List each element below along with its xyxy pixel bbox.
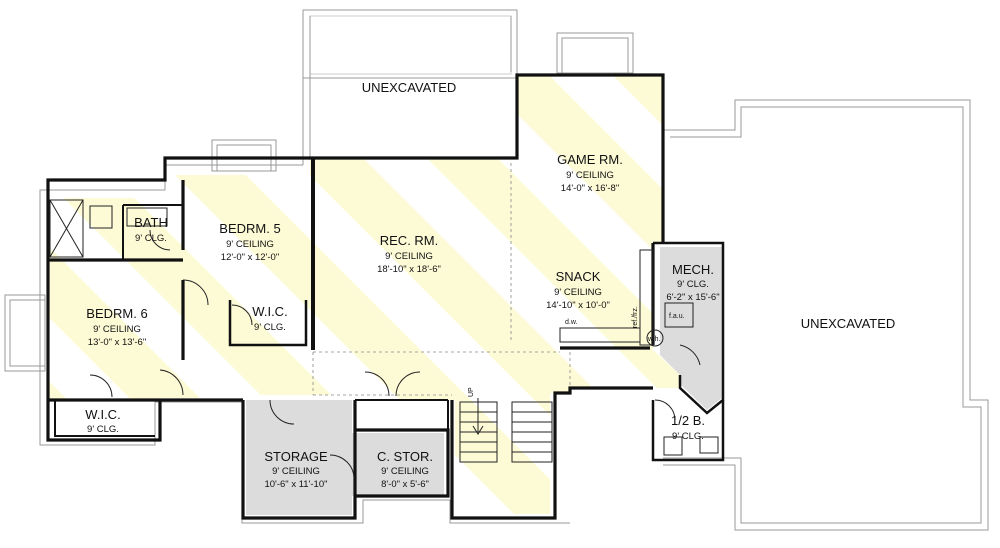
storage-name: STORAGE xyxy=(264,449,328,464)
label-half-bath: 1/2 B. 9' CLG. xyxy=(671,413,705,442)
label-wic-center: W.I.C. 9' CLG. xyxy=(252,304,287,333)
unexcavated-right-name: UNEXCAVATED xyxy=(801,316,896,331)
rec-rm-name: REC. RM. xyxy=(380,233,439,248)
label-unexcavated-top: UNEXCAVATED xyxy=(362,80,457,95)
fixture-labels: d.w. ref./frz. f.a.u. w.h. UP xyxy=(468,306,685,397)
mech-name: MECH. xyxy=(672,262,714,277)
bath-ceiling: 9' CLG. xyxy=(135,233,167,244)
interior-lines xyxy=(49,163,719,456)
label-bedrm6: BEDRM. 6 9' CEILING 13'-0" x 13'-6" xyxy=(86,306,147,348)
label-bedrm5: BEDRM. 5 9' CEILING 12'-0" x 12'-0" xyxy=(219,221,280,263)
game-rm-ceiling: 9' CEILING xyxy=(566,170,614,181)
label-storage: STORAGE 9' CEILING 10'-6" x 11'-10" xyxy=(264,449,328,490)
label-snack: SNACK 9' CEILING 14'-10" x 10'-0" xyxy=(546,269,610,311)
wic-left-ceiling: 9' CLG. xyxy=(87,424,119,435)
stairs xyxy=(459,398,553,463)
storage-size: 10'-6" x 11'-10" xyxy=(264,479,327,490)
stair-up-label: UP xyxy=(468,387,475,397)
wic-center-name: W.I.C. xyxy=(252,304,287,319)
water-heater-label: w.h. xyxy=(647,336,661,343)
bay-bedrm5 xyxy=(211,139,277,172)
bedrm5-name: BEDRM. 5 xyxy=(219,221,280,236)
bedrm5-ceiling: 9' CEILING xyxy=(226,239,274,250)
unexcavated-top-frame xyxy=(302,10,518,165)
snack-ceiling: 9' CEILING xyxy=(554,287,602,298)
half-bath-name: 1/2 B. xyxy=(671,413,705,428)
game-rm-size: 14'-0" x 16'-8" xyxy=(561,183,619,194)
label-bath: BATH 9' CLG. xyxy=(134,215,168,244)
dishwasher-label: d.w. xyxy=(565,319,578,326)
unexcavated-top-name: UNEXCAVATED xyxy=(362,80,457,95)
c-stor-name: C. STOR. xyxy=(377,449,433,464)
bay-bedrm6 xyxy=(4,294,46,372)
label-c-stor: C. STOR. 9' CEILING 8'-0" x 5'-6" xyxy=(377,449,433,490)
label-unexcavated-right: UNEXCAVATED xyxy=(801,316,896,331)
unexcavated-top-outline xyxy=(302,9,518,79)
doors xyxy=(89,229,701,479)
wic-center-ceiling: 9' CLG. xyxy=(254,322,286,333)
c-stor-ceiling: 9' CEILING xyxy=(381,466,429,477)
bedrm5-size: 12'-0" x 12'-0" xyxy=(221,252,279,263)
rec-rm-size: 18'-10" x 18'-6" xyxy=(377,264,441,275)
storage-ceiling: 9' CEILING xyxy=(272,466,320,477)
c-stor-size: 8'-0" x 5'-6" xyxy=(381,479,429,490)
walls xyxy=(46,73,725,520)
bedrm6-ceiling: 9' CEILING xyxy=(93,324,141,335)
furnace-label: f.a.u. xyxy=(669,313,685,320)
refrigerator-label: ref./frz. xyxy=(632,306,639,328)
half-bath-ceiling: 9' CLG. xyxy=(672,431,704,442)
snack-size: 14'-10" x 10'-0" xyxy=(546,300,610,311)
snack-name: SNACK xyxy=(556,269,601,284)
utility-fill xyxy=(246,247,723,515)
label-mech: MECH. 9' CLG. 6'-2" x 15'-6" xyxy=(666,262,719,303)
wic-left-name: W.I.C. xyxy=(85,407,120,422)
label-game-rm: GAME RM. 9' CEILING 14'-0" x 16'-8" xyxy=(557,152,623,194)
label-wic-left: W.I.C. 9' CLG. xyxy=(85,407,120,435)
game-rm-name: GAME RM. xyxy=(557,152,623,167)
mech-size: 6'-2" x 15'-6" xyxy=(666,292,719,303)
label-rec-rm: REC. RM. 9' CEILING 18'-10" x 18'-6" xyxy=(377,233,441,275)
rec-rm-ceiling: 9' CEILING xyxy=(385,251,433,262)
bay-top xyxy=(556,32,634,74)
bedrm6-name: BEDRM. 6 xyxy=(86,306,147,321)
mech-ceiling: 9' CLG. xyxy=(677,279,709,290)
bedrm6-size: 13'-0" x 13'-6" xyxy=(88,337,146,348)
bath-name: BATH xyxy=(134,215,168,230)
highlight-fill xyxy=(48,75,680,514)
unexcavated-right-outline xyxy=(663,99,989,531)
